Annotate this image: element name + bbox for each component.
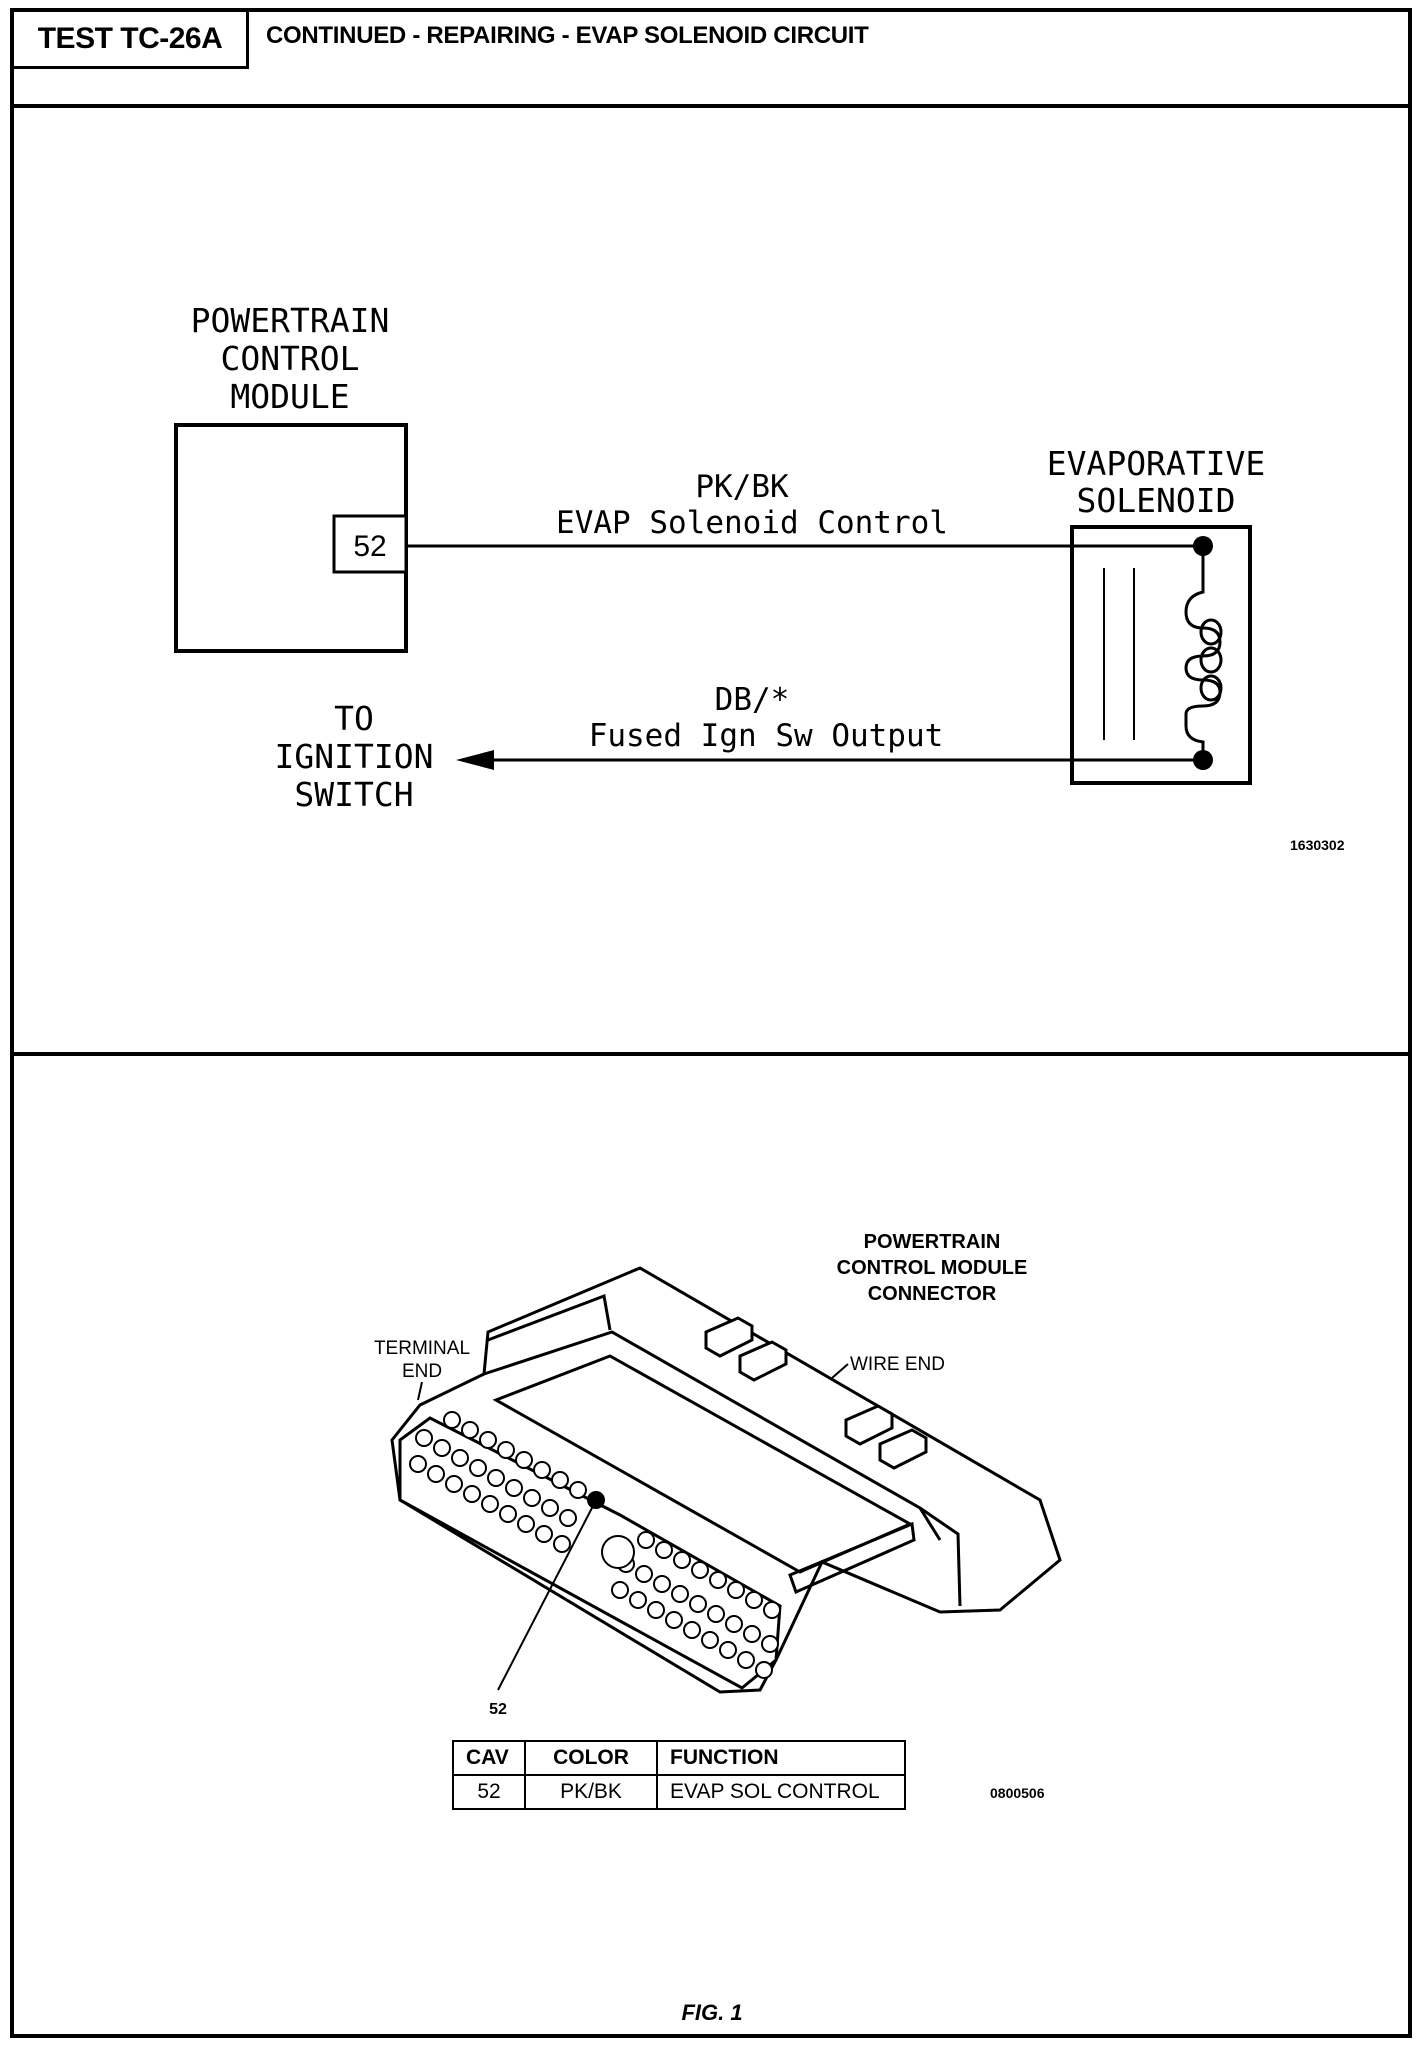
pcm-pin-label: 52	[353, 530, 386, 563]
ignition-label-line-3: SWITCH	[294, 775, 413, 814]
wire1-color: PK/BK	[695, 469, 789, 505]
ignition-label-line-1: TO	[334, 699, 374, 738]
arrow-to-ignition-icon	[456, 750, 494, 770]
schematic-figure-code: 1630302	[1290, 837, 1345, 853]
cavity-table: CAV COLOR FUNCTION 52 PK/BK EVAP SOL CON…	[452, 1740, 906, 1810]
pcm-label-line-1: POWERTRAIN	[191, 301, 390, 340]
solenoid-box	[1070, 525, 1252, 785]
cell-color: PK/BK	[524, 1774, 658, 1810]
coil-loop-3	[1199, 674, 1223, 702]
col-cav: CAV	[452, 1740, 526, 1776]
cell-cav: 52	[452, 1774, 526, 1810]
col-function: FUNCTION	[656, 1740, 906, 1776]
wire1-function: EVAP Solenoid Control	[556, 505, 948, 541]
figure-caption: FIG. 1	[681, 2000, 743, 2025]
pcm-label-line-2: CONTROL	[220, 339, 359, 378]
section-divider	[10, 1052, 1412, 1056]
wire2-color: DB/*	[715, 682, 790, 718]
page-title: CONTINUED - REPAIRING - EVAP SOLENOID CI…	[266, 22, 869, 49]
pcm-label-line-3: MODULE	[230, 377, 349, 416]
table-header-row: CAV COLOR FUNCTION	[452, 1740, 906, 1776]
solenoid-coil	[1184, 546, 1222, 760]
table-row: 52 PK/BK EVAP SOL CONTROL	[452, 1774, 906, 1810]
pcm-pin-box	[332, 514, 408, 574]
header-bar: TEST TC-26A CONTINUED - REPAIRING - EVAP…	[10, 8, 1412, 108]
coil-loop-2	[1199, 646, 1223, 674]
wire2-function: Fused Ign Sw Output	[589, 718, 944, 754]
solenoid-label-line-2: SOLENOID	[1077, 481, 1236, 520]
wiring-schematic: POWERTRAIN CONTROL MODULE 52 PK/BK EVAP …	[174, 301, 1345, 853]
cell-function: EVAP SOL CONTROL	[656, 1774, 906, 1810]
coil-loop-1	[1199, 618, 1223, 646]
test-id: TEST TC-26A	[14, 12, 249, 69]
solenoid-label-line-1: EVAPORATIVE	[1047, 444, 1266, 483]
ignition-label-line-2: IGNITION	[275, 737, 434, 776]
col-color: COLOR	[524, 1740, 658, 1776]
